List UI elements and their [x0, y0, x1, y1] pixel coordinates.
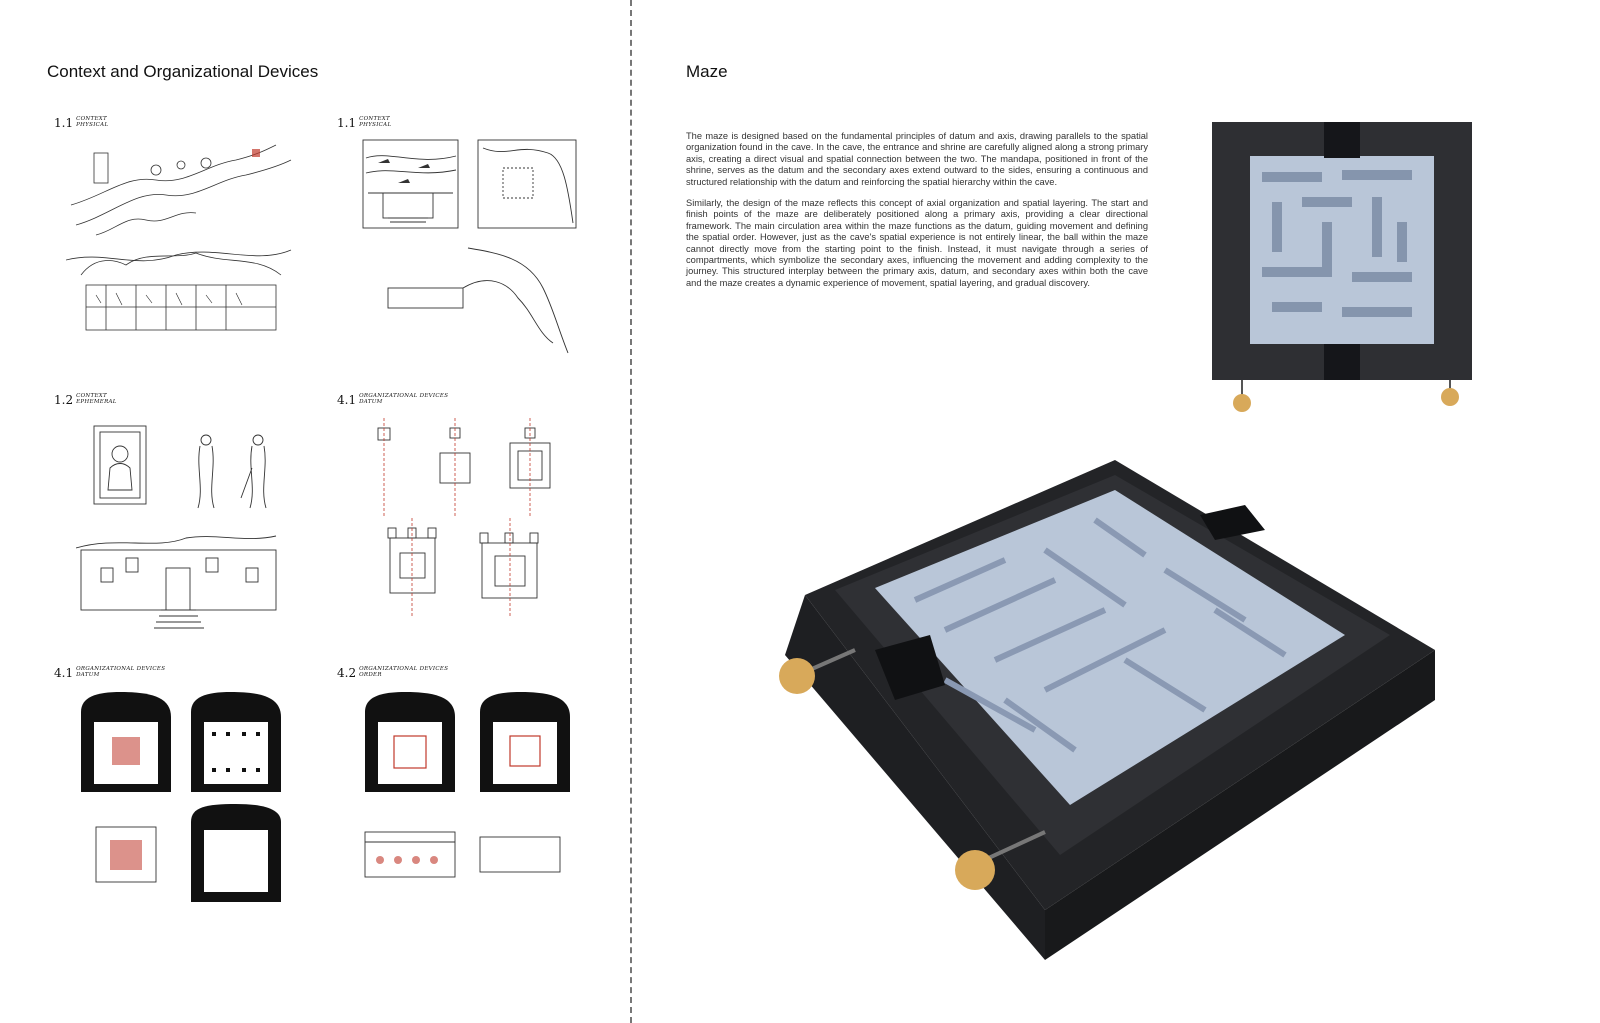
- left-page-title: Context and Organizational Devices: [47, 62, 319, 81]
- paragraph: Similarly, the design of the maze reflec…: [686, 198, 1148, 288]
- cave-plan-datum-diagrams: [81, 692, 281, 902]
- right-page-title: Maze: [686, 62, 728, 81]
- maze-model-perspective-view: [779, 460, 1435, 960]
- datum-axis-diagrams: [377, 418, 551, 618]
- cave-section-sketches: [362, 139, 577, 354]
- maze-description: The maze is designed based on the fundam…: [686, 131, 1148, 299]
- page-divider: [630, 0, 632, 1023]
- ephemeral-context-sketch: [76, 425, 277, 629]
- maze-model-top-view: [1212, 122, 1472, 412]
- cave-plan-order-diagrams: [364, 692, 570, 878]
- paragraph: The maze is designed based on the fundam…: [686, 131, 1148, 187]
- site-context-sketch: [66, 144, 292, 331]
